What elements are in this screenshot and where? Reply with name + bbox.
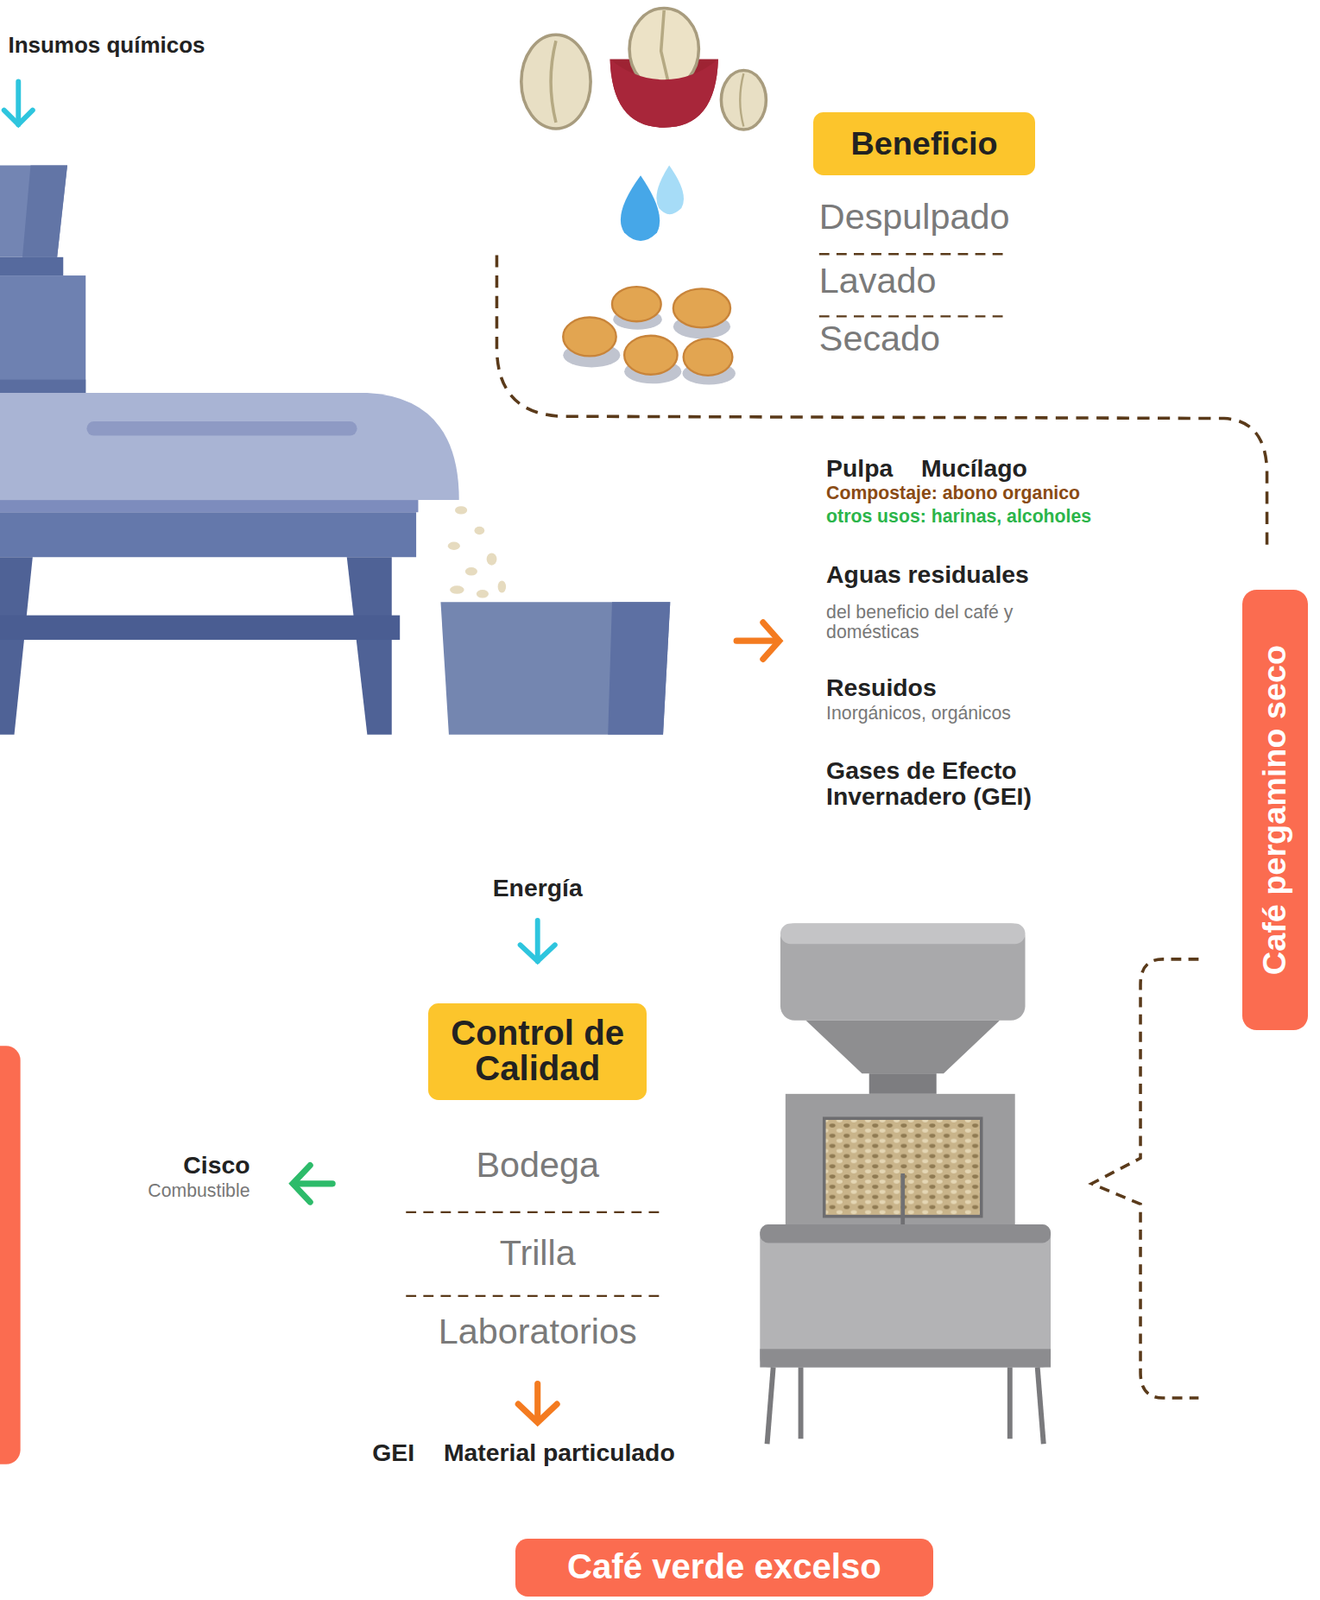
input-label: Energía xyxy=(492,875,583,902)
byproduct-label: Cisco xyxy=(183,1152,250,1179)
input-arrow xyxy=(4,82,33,126)
output-note: del beneficio del café y domésticas xyxy=(826,602,1036,642)
dashed-brace xyxy=(1091,959,1199,1398)
use-note: otros usos: harinas, alcoholes xyxy=(826,506,1092,526)
emission-label: Material particulado xyxy=(443,1440,676,1466)
step-label: Secado xyxy=(819,320,941,358)
stage-box: Control de Calidad xyxy=(428,1003,647,1100)
emission-arrow xyxy=(517,1383,557,1422)
emission-label: GEI xyxy=(372,1440,415,1466)
output-label: Pulpa xyxy=(826,455,893,482)
thresher xyxy=(759,922,1051,1444)
step-label: Lavado xyxy=(819,262,937,300)
node-text: Beneficio xyxy=(850,127,998,161)
node-text: Control de Calidad xyxy=(438,1016,637,1086)
byproduct-note: Combustible xyxy=(147,1181,250,1200)
output-label: Resuidos xyxy=(826,675,937,702)
product-box: Café verde excelso xyxy=(515,1538,934,1597)
node-text: Café verde excelso xyxy=(567,1549,882,1585)
step-label: Despulpado xyxy=(819,198,1011,236)
use-note: Compostaje: abono organico xyxy=(826,483,1080,503)
stage-bar: Café pergamino seco xyxy=(1242,589,1308,1030)
node-text: Café pergamino seco xyxy=(1258,644,1292,975)
side-bar xyxy=(0,1045,21,1465)
step-label: Trilla xyxy=(499,1234,576,1272)
stage-box: Beneficio xyxy=(813,112,1036,176)
input-label: Insumos químicos xyxy=(7,33,205,57)
machine xyxy=(0,164,670,734)
step-label: Laboratorios xyxy=(438,1313,638,1351)
dashed-bracket xyxy=(496,254,1267,551)
step-label: Bodega xyxy=(475,1146,600,1184)
output-label: Gases de Efecto Invernadero (GEI) xyxy=(826,757,1081,810)
output-label: Mucílago xyxy=(921,455,1028,482)
output-label: Aguas residuales xyxy=(826,562,1030,588)
output-arrow xyxy=(736,622,780,660)
byproduct-arrow xyxy=(292,1165,333,1203)
energy-arrow xyxy=(520,920,556,961)
output-note: Inorgánicos, orgánicos xyxy=(826,703,1011,723)
coffee-icons xyxy=(521,7,767,385)
